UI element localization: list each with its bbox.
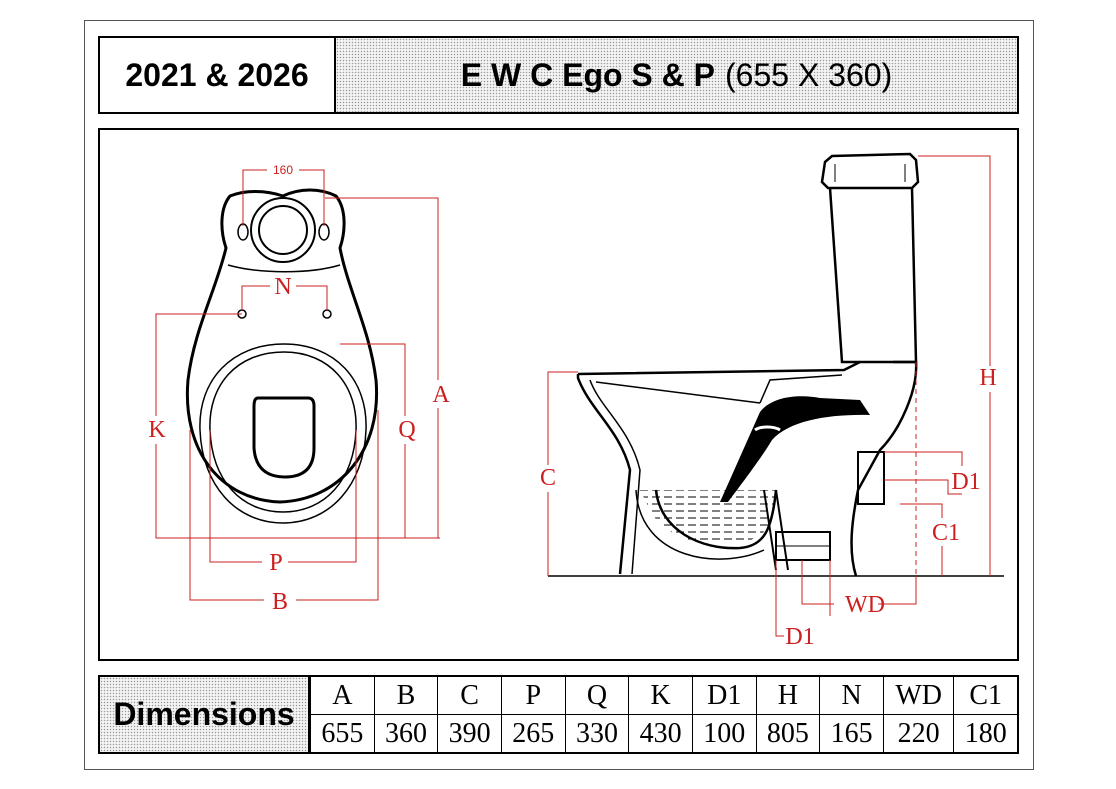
dim-val-k: 430 [628, 714, 693, 752]
dim-label-k: K [148, 417, 166, 443]
dim-col-h: H [755, 677, 821, 715]
top-view-dimension-labels: 160 N A K Q P B [148, 163, 450, 615]
seat-outline [199, 343, 367, 524]
dim-label-b: B [272, 589, 288, 615]
dim-col-c: C [437, 677, 502, 715]
dim-col-c1: C1 [953, 677, 1017, 715]
bolt-hole-left [237, 223, 249, 241]
dim-label-n: N [274, 274, 291, 300]
top-view [185, 188, 379, 524]
product-name: E W C Ego S & P [460, 56, 715, 93]
product-title: E W C Ego S & P (655 X 360) [336, 38, 1017, 112]
dim-label-d1-bottom: D1 [785, 624, 814, 650]
trap-water [640, 490, 776, 545]
drawing-canvas: 160 N A K Q P B [148, 152, 1004, 650]
model-numbers: 2021 & 2026 [100, 38, 336, 112]
side-view-dimension-lines [547, 155, 991, 637]
side-view-dimension-labels: H C D1 C1 WD D1 [540, 365, 997, 650]
bowl-inner [589, 379, 641, 575]
dim-label-wd: WD [845, 592, 885, 618]
flush-button-outer [250, 197, 316, 263]
water-opening [252, 396, 316, 479]
dim-label-a: A [432, 382, 450, 408]
dim-col-q: Q [564, 677, 630, 715]
product-size: (655 X 360) [725, 56, 893, 93]
dim-val-a: 655 [310, 714, 375, 752]
dimensions-table: Dimensions A B C P Q K D1 H N WD C1 655 … [98, 675, 1019, 754]
bolt-hole-right [318, 223, 330, 241]
dim-col-a: A [310, 677, 375, 715]
dim-val-b: 360 [373, 714, 439, 752]
flush-button-inner [258, 205, 308, 255]
siphon-jet [720, 396, 870, 502]
bowl-outline [185, 188, 379, 504]
dim-label-c1: C1 [932, 520, 960, 546]
dim-val-c: 390 [437, 714, 502, 752]
spacing-label: 160 [273, 163, 293, 177]
bowl-body [576, 360, 918, 577]
tank-body [828, 187, 918, 364]
dim-col-n: N [819, 677, 884, 715]
dim-col-d1: D1 [691, 677, 757, 715]
tank-joint-line [227, 264, 341, 273]
hinge-hole-right [322, 309, 332, 319]
dim-col-wd: WD [882, 677, 955, 715]
dim-val-n: 165 [819, 714, 884, 752]
dim-label-q: Q [398, 417, 415, 443]
trapway-inner [635, 489, 765, 560]
technical-drawing: 160 N A K Q P B [98, 128, 1019, 661]
dim-col-k: K [628, 677, 693, 715]
seat-inner [209, 351, 357, 513]
dimensions-grid: A B C P Q K D1 H N WD C1 655 360 390 265… [310, 677, 1017, 752]
outer-frame [84, 20, 1034, 770]
dim-col-b: B [373, 677, 439, 715]
side-view [548, 152, 1004, 600]
dim-val-c1: 180 [953, 714, 1017, 752]
tank-lid [820, 152, 920, 190]
dimensions-label: Dimensions [100, 677, 310, 752]
dim-val-p: 265 [500, 714, 566, 752]
dim-label-p: P [269, 550, 282, 576]
title-header: 2021 & 2026 E W C Ego S & P (655 X 360) [98, 36, 1019, 114]
rear-outlet [857, 451, 885, 505]
dim-val-d1: 100 [691, 714, 757, 752]
dim-label-d1-right: D1 [951, 469, 980, 495]
dimension-header-row: A B C P Q K D1 H N WD C1 [310, 677, 1017, 715]
top-view-dimension-lines [155, 169, 440, 601]
dim-val-wd: 220 [882, 714, 955, 752]
dim-label-c: C [540, 465, 556, 491]
dimension-value-row: 655 360 390 265 330 430 100 805 165 220 … [310, 714, 1017, 752]
dim-col-p: P [500, 677, 566, 715]
dim-val-h: 805 [755, 714, 821, 752]
dim-label-h: H [979, 365, 996, 391]
dim-val-q: 330 [564, 714, 630, 752]
